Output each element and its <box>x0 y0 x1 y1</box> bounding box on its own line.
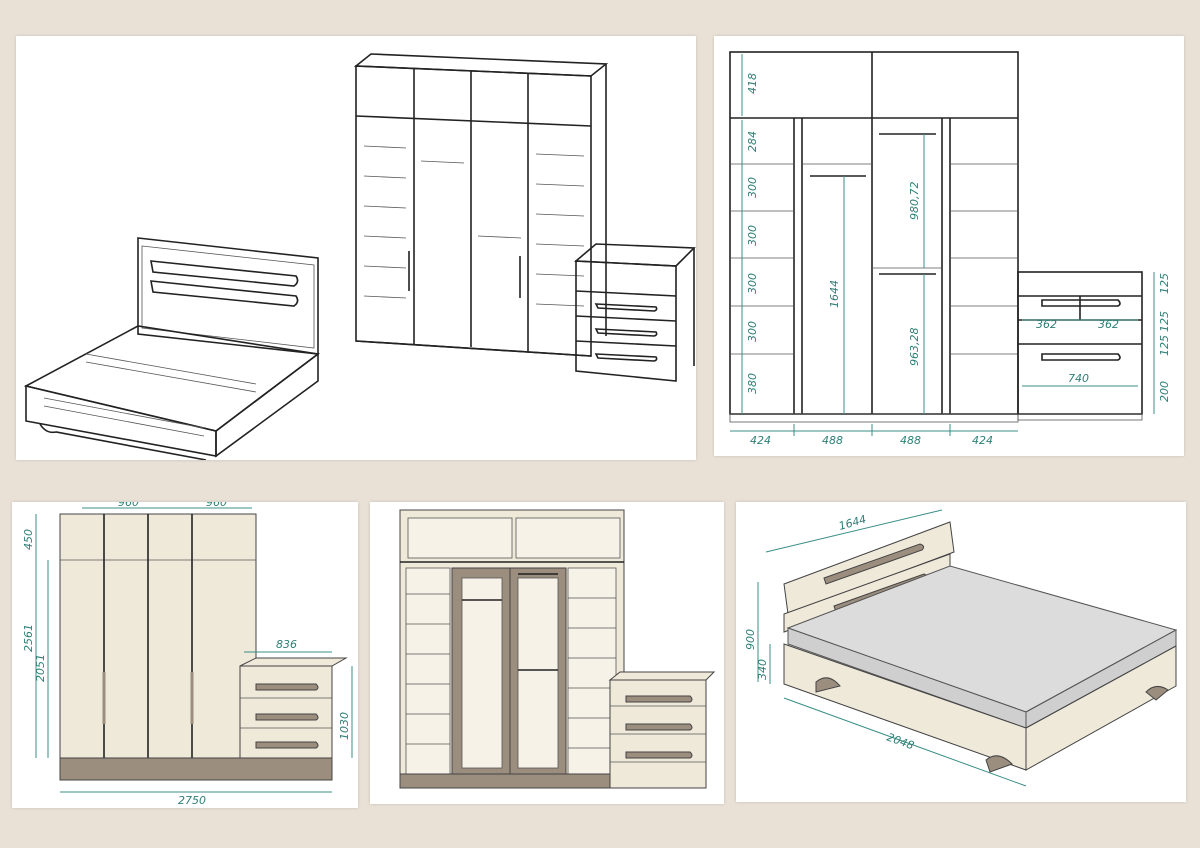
chest-front-outline <box>1017 271 1143 421</box>
wardrobe-render-drawing: 960 960 450 2561 2051 836 1030 2750 <box>22 502 353 807</box>
dim-width-3: 424 <box>972 434 993 447</box>
dim-vertical-1: 980,72 <box>908 182 921 221</box>
wardrobe-render-dimension-labels: 960 960 450 2561 2051 836 1030 2750 <box>22 502 351 807</box>
dim-chest-height-1: 125 <box>1158 311 1171 332</box>
panel-wardrobe-render: 960 960 450 2561 2051 836 1030 2750 <box>12 502 358 808</box>
dim-bed-length: 2048 <box>885 731 916 753</box>
dim-chest-width: 836 <box>276 638 297 651</box>
panel-wardrobe-interior-render <box>370 502 724 804</box>
dim-chest-height-0: 125 <box>1158 273 1171 294</box>
panel-line-drawings <box>16 36 696 460</box>
dim-bed-width: 1644 <box>837 513 867 533</box>
height-dimension-labels: 418 284 300 300 300 300 380 1644 980,72 … <box>746 73 921 394</box>
dim-height-1: 284 <box>746 131 759 152</box>
dim-height-6: 380 <box>746 373 759 394</box>
dim-chest-width-0: 362 <box>1036 318 1057 331</box>
dim-height-3: 300 <box>746 225 759 246</box>
wardrobe-front-outline <box>729 51 1019 423</box>
bed-render-drawing: 1644 900 340 2048 <box>744 509 1178 787</box>
chest-dimension-labels: 125 125 125 200 362 362 740 <box>1036 273 1171 402</box>
dim-height-4: 300 <box>746 273 759 294</box>
dim-left-height-1: 2561 <box>22 624 35 652</box>
dim-left-height-0: 450 <box>22 529 35 550</box>
wardrobe-interior-drawing <box>399 509 716 789</box>
dim-height-0: 418 <box>746 73 759 94</box>
wardrobe-render-body <box>59 513 333 781</box>
line-drawing-illustration <box>23 53 696 460</box>
dim-vertical-2: 963,28 <box>908 328 921 367</box>
front-view-drawing: 418 284 300 300 300 300 380 1644 980,72 … <box>729 51 1171 447</box>
wardrobe-wireframe <box>353 53 609 357</box>
wardrobe-interior-body <box>399 509 625 789</box>
dimension-lines <box>730 54 1155 436</box>
dim-headboard-height: 900 <box>744 629 757 650</box>
dim-width-2: 488 <box>900 434 921 447</box>
panel-bed-render: 1644 900 340 2048 <box>736 502 1186 802</box>
dim-vertical-0: 1644 <box>828 280 841 308</box>
chest-render-body <box>239 657 348 759</box>
wardrobe-render-dimension-lines <box>35 507 353 793</box>
dim-top-width-1: 960 <box>206 502 227 509</box>
dim-chest-width-2: 740 <box>1068 372 1089 385</box>
dim-base-height: 340 <box>756 659 769 680</box>
dim-height-2: 300 <box>746 177 759 198</box>
panel-front-view-dimensions: 418 284 300 300 300 300 380 1644 980,72 … <box>714 36 1184 456</box>
chest-wireframe <box>573 243 696 382</box>
dim-chest-width-1: 362 <box>1098 318 1119 331</box>
dim-chest-height: 1030 <box>338 712 351 740</box>
dim-width-1: 488 <box>822 434 843 447</box>
bed-wireframe <box>23 237 320 460</box>
dim-chest-height-2: 125 <box>1158 335 1171 356</box>
dim-top-width-0: 960 <box>118 502 139 509</box>
dim-height-5: 300 <box>746 321 759 342</box>
dim-chest-height-3: 200 <box>1158 381 1171 402</box>
chest-interior-body <box>608 671 716 789</box>
bed-render-body <box>783 521 1178 773</box>
width-dimension-labels: 424 488 488 424 <box>750 434 993 447</box>
dim-left-height-2: 2051 <box>34 654 47 682</box>
dim-width-0: 424 <box>750 434 771 447</box>
bed-render-dimension-lines <box>757 509 1027 787</box>
dim-total-width: 2750 <box>178 794 206 807</box>
